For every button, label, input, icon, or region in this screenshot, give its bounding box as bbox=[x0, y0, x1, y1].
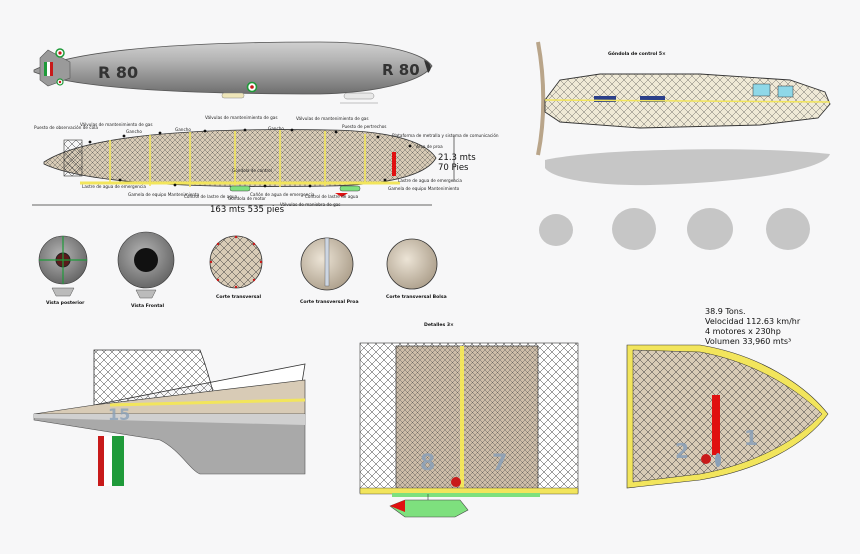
section-silhouette bbox=[766, 208, 810, 250]
front-view: Vista Frontal bbox=[117, 231, 175, 309]
italy-flag-red bbox=[50, 62, 53, 76]
tail-fins bbox=[39, 49, 71, 87]
callout-label: Control de lastre de agua bbox=[305, 194, 359, 199]
callout-label: Gondola de control bbox=[232, 168, 272, 173]
hull-marking-right: R 80 bbox=[382, 61, 420, 79]
section-silhouette bbox=[539, 214, 573, 246]
tail-frame bbox=[63, 139, 83, 177]
gasbag-number: 1 bbox=[744, 426, 758, 450]
stat-speed: Velocidad 112.63 km/hr bbox=[705, 317, 801, 326]
callout-label: Cañón de agua de emergencia bbox=[250, 192, 315, 197]
gasbag-section: Corte transversal Bolsa bbox=[386, 238, 447, 300]
stat-volume: Volumen 33,960 mts³ bbox=[705, 337, 791, 346]
rear-view: Vista posterior bbox=[38, 235, 88, 306]
gasbag-number: 7 bbox=[492, 451, 507, 476]
height-imperial: 70 Pies bbox=[438, 163, 469, 173]
console bbox=[640, 96, 665, 102]
keel-detail: Detalles 3× 8 7 bbox=[359, 322, 579, 518]
callout-label: Gamela de equipo Mantenimiento bbox=[388, 186, 460, 191]
hull-marking-left: R 80 bbox=[98, 63, 138, 82]
cutaway-side-view: Puesto de observación de cola Válvulas d… bbox=[32, 115, 499, 215]
cross-section-row: Vista posterior Vista Frontal Corte tran… bbox=[38, 231, 447, 309]
callout-labels: Puesto de observación de cola Válvulas d… bbox=[34, 115, 499, 207]
rudder-stripe-red bbox=[98, 436, 104, 486]
italy-flag-green bbox=[44, 62, 47, 76]
callout-label: Lastre de agua de emergencia bbox=[82, 184, 146, 189]
engine-gondola bbox=[339, 185, 361, 192]
callout-label: Válvulas de mantenimiento de gas bbox=[296, 116, 369, 121]
red-mooring-mast bbox=[392, 152, 396, 176]
gasbag-number: 15 bbox=[108, 405, 130, 424]
callout-label: Gancho bbox=[126, 129, 142, 134]
length-label: 163 mts 535 pies bbox=[210, 205, 285, 215]
nose-detail: 38.9 Tons. Velocidad 112.63 km/hr 4 moto… bbox=[626, 307, 829, 489]
transverse-section: Corte transversal bbox=[209, 235, 263, 300]
callout-label: Arco de proa bbox=[416, 144, 443, 149]
callout-label: Control de lastre de agua bbox=[184, 194, 238, 199]
callout-label: Puesto de pertrechos bbox=[342, 124, 386, 129]
callout-label: Plataforma de metralla y sistema de comu… bbox=[392, 133, 499, 138]
console bbox=[594, 96, 616, 102]
section-caption: Corte transversal Proa bbox=[300, 299, 359, 305]
gondola-title: Góndola de control 5× bbox=[608, 50, 666, 57]
gasbag-number: 2 bbox=[675, 439, 689, 463]
propeller bbox=[536, 41, 546, 156]
section-silhouette bbox=[612, 208, 656, 250]
detail-title: Detalles 3× bbox=[424, 322, 454, 328]
callout-label: Válvulas de mantenimiento de gas bbox=[205, 115, 278, 120]
callout-label: Gamela de equipo Mantenimiento bbox=[128, 192, 200, 197]
callout-label: Válvulas de mantenimiento de gas bbox=[80, 122, 153, 127]
window bbox=[777, 85, 794, 98]
section-caption: Vista Frontal bbox=[131, 303, 165, 309]
callout-label: Gondola de motor bbox=[228, 196, 266, 201]
rudder-stripe-green bbox=[112, 436, 124, 486]
exterior-side-view: R 80 R 80 bbox=[33, 41, 433, 104]
callout-label: Lastre de agua de emergencia bbox=[398, 178, 462, 183]
gondola-silhouette bbox=[545, 149, 830, 186]
red-mooring-mast bbox=[712, 395, 720, 455]
gasbag-number: 8 bbox=[420, 451, 435, 476]
callout-label: Gancho bbox=[175, 127, 191, 132]
section-caption: Vista posterior bbox=[46, 300, 85, 306]
callout-label: Válvulas de maniobra de gas bbox=[280, 202, 340, 207]
control-gondola bbox=[229, 185, 251, 192]
gasbag-bulkheads bbox=[109, 130, 366, 187]
height-metric: 21.3 mts bbox=[438, 153, 476, 163]
callout-label: Gancho bbox=[268, 126, 284, 131]
section-caption: Corte transversal bbox=[216, 294, 261, 300]
window bbox=[752, 83, 771, 97]
bow-section: Corte transversal Proa bbox=[300, 237, 359, 305]
section-silhouette bbox=[687, 208, 733, 250]
control-gondola-detail: Góndola de control 5× bbox=[536, 41, 831, 250]
section-caption: Corte transversal Bolsa bbox=[386, 294, 447, 300]
engine-gondola bbox=[343, 92, 375, 100]
tail-detail: 15 bbox=[33, 349, 306, 486]
stat-engines: 4 motores x 230hp bbox=[705, 327, 781, 336]
callout-label: Puesto de observación de cola bbox=[34, 125, 98, 130]
control-gondola bbox=[221, 92, 245, 99]
stat-weight: 38.9 Tons. bbox=[705, 307, 746, 316]
red-valve bbox=[451, 477, 461, 487]
